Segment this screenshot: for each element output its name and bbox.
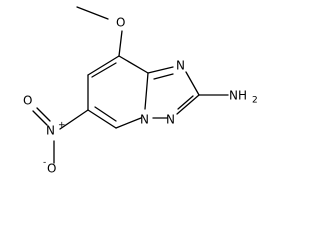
chemical-structure: O N N N NH 2 N + O O - bbox=[23, 6, 258, 176]
methoxy-oxygen-label: O bbox=[116, 16, 125, 30]
nitro-oxygen-bottom-label: O bbox=[47, 162, 56, 176]
bond-c2-n3-inner bbox=[177, 95, 194, 110]
bond-methyl-o bbox=[76, 6, 109, 20]
bond-c6-nitro bbox=[59, 109, 89, 130]
bond-c8a-n1-inner bbox=[153, 73, 174, 80]
amine-label: NH bbox=[229, 89, 247, 103]
ring-nitrogen-lower-label: N bbox=[166, 113, 175, 127]
bond-n4-c8a bbox=[144, 72, 149, 110]
bond-c8-c7 bbox=[87, 55, 120, 76]
bond-nitro-o-top-inner bbox=[36, 107, 51, 122]
bond-c8-c7-inner bbox=[91, 62, 117, 78]
nitro-oxygen-top-label: O bbox=[23, 94, 32, 108]
bond-c8a-n1 bbox=[147, 66, 174, 74]
bond-c5-n4 bbox=[115, 117, 142, 129]
nitro-oxygen-bottom-charge: - bbox=[43, 158, 46, 168]
ring-nitrogen-bridge-label: N bbox=[140, 113, 149, 127]
bond-c6-c5-inner bbox=[94, 106, 117, 122]
bond-o-c8 bbox=[118, 30, 123, 57]
amine-subscript: 2 bbox=[252, 96, 258, 106]
ring-nitrogen-upper-label: N bbox=[176, 59, 185, 73]
bond-n1-c2 bbox=[185, 71, 200, 96]
bond-c6-c5 bbox=[87, 109, 117, 129]
nitro-nitrogen-label: N bbox=[46, 124, 55, 138]
bond-c8a-c8 bbox=[118, 55, 149, 74]
nitro-nitrogen-charge: + bbox=[58, 121, 66, 131]
bond-nitro-o-top bbox=[32, 110, 48, 126]
bond-c2-n3 bbox=[176, 94, 200, 115]
